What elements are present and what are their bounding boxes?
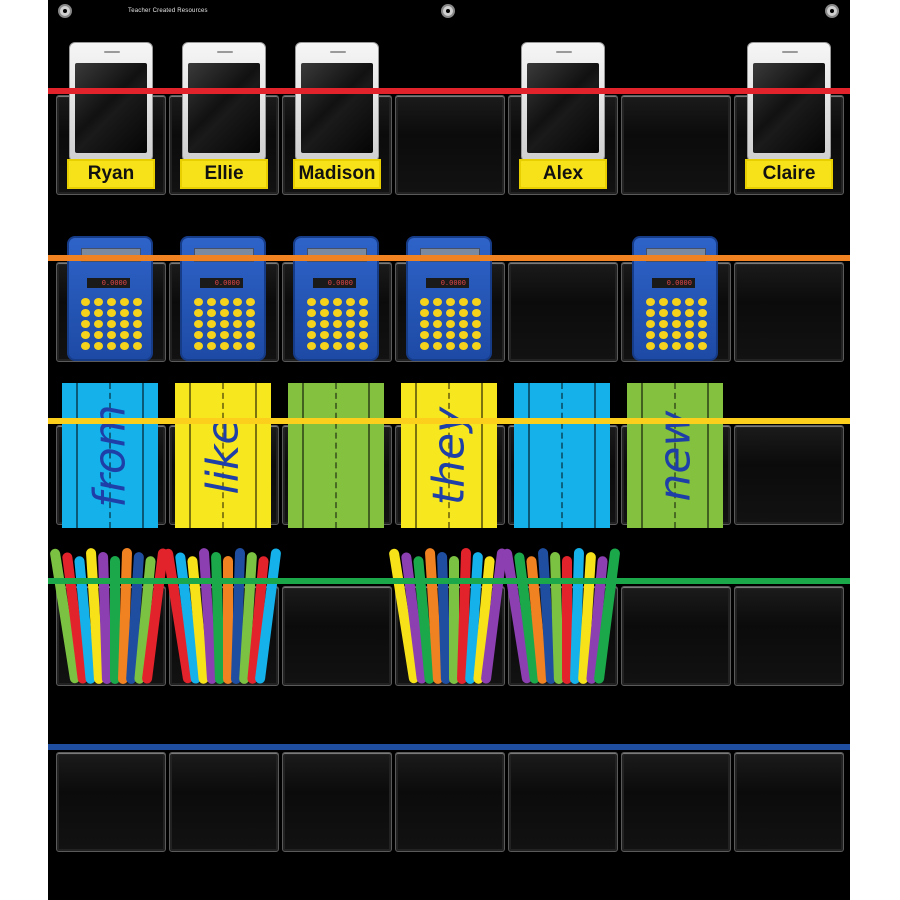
pocket-r4-c6[interactable]	[621, 586, 731, 686]
smartphone-icon	[747, 42, 831, 162]
pocket-r5-c1[interactable]	[56, 752, 166, 852]
word-card-6: new	[627, 383, 723, 528]
pocket-r5-c3[interactable]	[282, 752, 392, 852]
word-card-3	[288, 383, 384, 528]
name-label-alex: Alex	[519, 159, 607, 189]
row-strip-red	[48, 88, 850, 94]
grommet-icon-center	[441, 4, 455, 18]
smartphone-icon	[295, 42, 379, 162]
name-label-ellie: Ellie	[180, 159, 268, 189]
word-card-2: like	[175, 383, 271, 528]
pocket-r4-c3[interactable]	[282, 586, 392, 686]
word-card-5	[514, 383, 610, 528]
brand-label: Teacher Created Resources	[128, 8, 208, 14]
craft-sticks-icon	[501, 547, 621, 690]
sight-word-like: like	[197, 417, 249, 494]
pocket-r4-c7[interactable]	[734, 586, 844, 686]
smartphone-icon	[521, 42, 605, 162]
row-strip-blue	[48, 744, 850, 750]
pocket-r5-c5[interactable]	[508, 752, 618, 852]
pocket-r5-c7[interactable]	[734, 752, 844, 852]
craft-sticks-icon	[162, 547, 282, 690]
pocket-r2-c7[interactable]	[734, 262, 844, 362]
grommet-icon-right	[825, 4, 839, 18]
smartphone-icon	[69, 42, 153, 162]
pocket-r5-c6[interactable]	[621, 752, 731, 852]
pocket-r5-c4[interactable]	[395, 752, 505, 852]
grommet-icon-left	[58, 4, 72, 18]
pocket-r3-c7[interactable]	[734, 425, 844, 525]
pocket-r1-c6[interactable]	[621, 95, 731, 195]
name-label-claire: Claire	[745, 159, 833, 189]
craft-sticks-icon	[49, 547, 169, 690]
word-card-4: they	[401, 383, 497, 528]
row-strip-green	[48, 578, 850, 584]
smartphone-icon	[182, 42, 266, 162]
pocket-r5-c2[interactable]	[169, 752, 279, 852]
pocket-r2-c5[interactable]	[508, 262, 618, 362]
calculator-icon: 0.0000	[180, 236, 266, 361]
pocket-r1-c4[interactable]	[395, 95, 505, 195]
name-label-madison: Madison	[293, 159, 381, 189]
word-card-1: from	[62, 383, 158, 528]
name-label-ryan: Ryan	[67, 159, 155, 189]
row-strip-yellow	[48, 418, 850, 424]
row-strip-orange	[48, 255, 850, 261]
craft-sticks-icon	[388, 547, 508, 690]
pocket-chart: Teacher Created Resources Ryan Ellie Madis…	[48, 0, 850, 900]
